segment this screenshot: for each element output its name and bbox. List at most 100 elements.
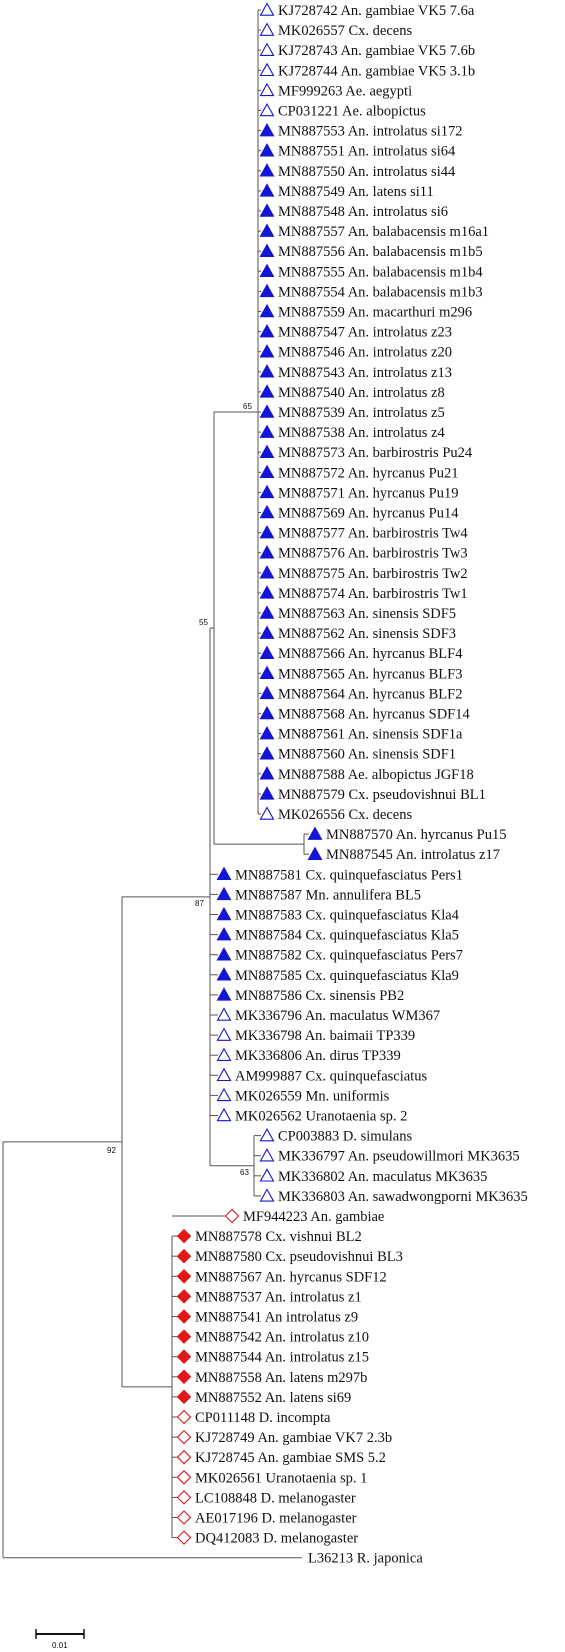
leaf-label: KJ728745 An. gambiae SMS 5.2 [195,1450,386,1466]
leaf-label: MN887569 An. hyrcanus Pu14 [278,506,459,522]
leaf-label: MN887557 An. balabacensis m16a1 [278,224,489,240]
leaf-label: CP011148 D. incompta [195,1410,331,1426]
open-triangle-icon [259,1168,275,1182]
filled-diamond-icon [176,1289,192,1304]
leaf-label: CP003883 D. simulans [278,1129,412,1145]
leaf-label: MN887581 Cx. quinquefasciatus Pers1 [235,867,463,883]
scale-label: 0.01 [52,1641,68,1650]
leaf-label: MN887543 An. introlatus z13 [278,365,452,381]
leaf-label: MN887537 An. introlatus z1 [195,1289,362,1305]
leaf-label: KJ728742 An. gambiae VK5 7.6a [278,3,475,19]
leaf-label: KJ728749 An. gambiae VK7 2.3b [195,1430,392,1446]
filled-diamond-icon [176,1269,192,1284]
leaf-label: KJ728743 An. gambiae VK5 7.6b [278,43,475,59]
leaf-label: MN887568 An. hyrcanus SDF14 [278,707,470,723]
open-diamond-icon [176,1490,192,1505]
filled-triangle-icon [259,424,275,438]
leaf-label: MK336803 An. sawadwongporni MK3635 [278,1189,528,1205]
leaf-label: MN887561 An. sinensis SDF1a [278,727,463,743]
filled-triangle-icon [259,464,275,479]
leaf-label: MN887565 An. hyrcanus BLF3 [278,666,462,682]
leaf-label: MN887558 An. latens m297b [195,1370,367,1386]
filled-triangle-icon [259,203,275,217]
leaf-markers [176,2,323,1545]
filled-triangle-icon [259,163,275,177]
open-triangle-icon [259,2,275,16]
filled-triangle-icon [259,786,275,800]
leaf-label: L36213 R. japonica [308,1551,423,1567]
bootstrap-value: 87 [195,899,204,908]
filled-triangle-icon [216,866,232,881]
filled-triangle-icon [307,826,323,840]
open-triangle-icon [259,1188,275,1202]
leaf-label: MN887547 An. introlatus z23 [278,325,452,341]
leaf-label: MN887545 An. introlatus z17 [326,847,500,863]
open-triangle-icon [259,42,275,56]
filled-triangle-icon [259,625,275,639]
leaf-label: MN887573 An. barbirostris Pu24 [278,445,473,461]
leaf-label: MK026562 Uranotaenia sp. 2 [235,1109,407,1125]
leaf-label: MK336798 An. baimaii TP339 [235,1028,415,1044]
filled-diamond-icon [176,1349,192,1364]
leaf-label: DQ412083 D. melanogaster [195,1531,358,1547]
open-triangle-icon [259,22,275,36]
leaf-label: MN887564 An. hyrcanus BLF2 [278,686,462,702]
filled-triangle-icon [259,384,275,398]
leaf-label: MN887585 Cx. quinquefasciatus Kla9 [235,968,459,984]
leaf-label: MN887550 An. introlatus si44 [278,164,456,180]
leaf-label: MN887553 An. introlatus si172 [278,124,462,140]
leaf-label: MN887572 An. hyrcanus Pu21 [278,465,458,481]
leaf-label: MN887578 Cx. vishnui BL2 [195,1229,362,1245]
filled-triangle-icon [259,665,275,680]
leaf-label: LC108848 D. melanogaster [195,1490,356,1506]
open-triangle-icon [216,1087,232,1102]
leaf-label: MN887577 An. barbirostris Tw4 [278,526,468,542]
filled-triangle-icon [259,585,275,599]
leaf-label: MF999263 Ae. aegypti [278,83,412,99]
filled-triangle-icon [259,323,275,338]
filled-triangle-icon [259,183,275,197]
leaf-label: MN887576 An. barbirostris Tw3 [278,546,468,562]
filled-triangle-icon [259,685,275,700]
filled-diamond-icon [176,1248,192,1264]
open-triangle-icon [216,1067,232,1082]
leaf-label: MN887586 Cx. sinensis PB2 [235,988,404,1004]
leaf-label: MN887579 Cx. pseudovishnui BL1 [278,787,486,803]
filled-triangle-icon [259,484,275,499]
filled-triangle-icon [259,504,275,519]
leaf-label: MK336802 An. maculatus MK3635 [278,1169,487,1185]
leaf-label: MN887546 An. introlatus z20 [278,345,452,361]
filled-triangle-icon [259,444,275,458]
filled-triangle-icon [259,705,275,720]
leaf-label: MN887575 An. barbirostris Tw2 [278,566,468,582]
bootstrap-value: 55 [199,618,208,627]
leaf-label: MK026557 Cx. decens [278,23,412,39]
filled-triangle-icon [259,303,275,318]
leaf-label: MN887538 An. introlatus z4 [278,425,445,441]
leaf-label: CP031221 Ae. albopictus [278,104,426,120]
filled-triangle-icon [259,725,275,740]
leaf-label: MN887549 An. latens si11 [278,184,434,200]
filled-triangle-icon [259,263,275,278]
filled-triangle-icon [259,243,275,257]
filled-triangle-icon [259,344,275,358]
leaf-label: MN887567 An. hyrcanus SDF12 [195,1269,387,1285]
filled-diamond-icon [176,1389,192,1405]
filled-triangle-icon [259,766,275,780]
leaf-label: MN887562 An. sinensis SDF3 [278,626,456,642]
leaf-label: MK026556 Cx. decens [278,807,412,823]
leaf-label: MN887588 Ae. albopictus JGF18 [278,767,474,783]
open-triangle-icon [259,82,275,97]
open-diamond-icon [176,1530,192,1545]
leaf-label: MN887548 An. introlatus si6 [278,204,448,220]
filled-diamond-icon [176,1329,192,1344]
open-diamond-icon [176,1510,192,1525]
open-triangle-icon [259,806,275,820]
filled-triangle-icon [216,886,232,901]
bootstrap-value: 63 [240,1168,249,1177]
filled-diamond-icon [176,1228,192,1244]
filled-triangle-icon [216,987,232,1001]
